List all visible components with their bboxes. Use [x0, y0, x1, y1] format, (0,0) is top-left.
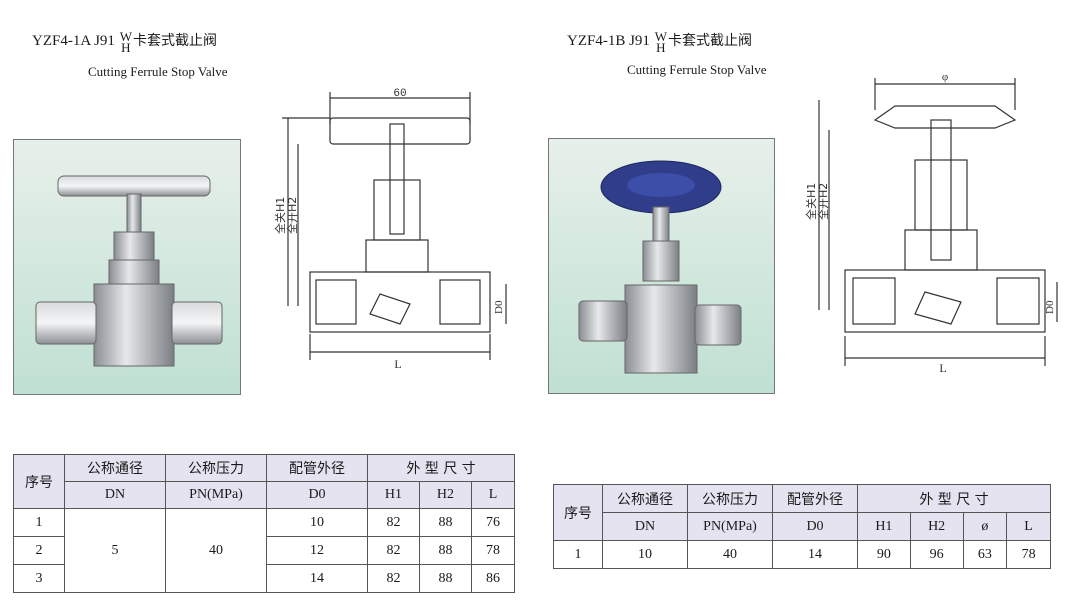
- right-col-h1: H1: [857, 512, 911, 541]
- left-col-od-sym: D0: [266, 481, 368, 509]
- right-dim-phi: φ: [942, 71, 948, 83]
- left-row-seq: 1: [13, 508, 65, 537]
- left-col-dn: 公称通径: [64, 454, 166, 482]
- right-col-od: 配管外径: [772, 484, 858, 513]
- left-dn-value: 5: [64, 508, 166, 593]
- right-subtitle: Cutting Ferrule Stop Valve: [627, 62, 767, 77]
- right-col-dn-sym: DN: [602, 512, 688, 541]
- left-col-dn-sym: DN: [64, 481, 166, 509]
- right-col-dn: 公称通径: [602, 484, 688, 513]
- left-row-l: 78: [470, 536, 516, 565]
- left-row-h1: 82: [367, 536, 420, 565]
- left-row-seq: 2: [13, 536, 65, 565]
- left-row-h1: 82: [367, 564, 420, 593]
- right-col-dims: 外 型 尺 寸: [857, 484, 1051, 513]
- left-row-od: 10: [266, 508, 368, 537]
- right-model: YZF4-1B J91: [567, 33, 650, 49]
- right-valve-photo: [548, 138, 775, 394]
- right-row-pn: 40: [687, 540, 773, 569]
- right-col-seq: 序号: [553, 484, 603, 541]
- left-col-seq: 序号: [13, 454, 65, 509]
- left-row-od: 14: [266, 564, 368, 593]
- right-dim-l: L: [939, 361, 946, 375]
- left-dim-l: L: [394, 357, 401, 371]
- left-row-od: 12: [266, 536, 368, 565]
- left-dim-h1: 全关H1: [273, 197, 287, 234]
- left-model: YZF4-1A J91: [32, 33, 115, 49]
- right-row-seq: 1: [553, 540, 603, 569]
- left-name-cn: 卡套式截止阀: [132, 33, 217, 49]
- table-row: 1 10 40 14 90 96 63 78: [553, 540, 1051, 569]
- left-col-l: L: [470, 481, 516, 509]
- left-row-l: 76: [470, 508, 516, 537]
- right-dim-do: D0: [1044, 300, 1056, 314]
- right-valve-drawing: φ 全关H1 全开H2 D0 L: [805, 71, 1058, 375]
- left-row-h2: 88: [418, 536, 472, 565]
- right-name-cn: 卡套式截止阀: [667, 33, 752, 49]
- right-dim-h2: 全开H2: [816, 183, 830, 220]
- right-row-h2: 96: [909, 540, 964, 569]
- left-subtitle: Cutting Ferrule Stop Valve: [88, 64, 228, 79]
- left-spec-table: 序号 公称通径 公称压力 配管外径 外 型 尺 寸 DN PN(MPa) D0 …: [13, 454, 516, 593]
- right-spec-table: 序号 公称通径 公称压力 配管外径 外 型 尺 寸 DN PN(MPa) D0 …: [553, 484, 1051, 569]
- right-col-phi: ø: [962, 512, 1008, 541]
- right-row-dn: 10: [602, 540, 688, 569]
- right-row-od: 14: [772, 540, 858, 569]
- right-valve-illustration: [549, 139, 774, 393]
- left-row-h2: 88: [418, 564, 472, 593]
- left-col-pn-sym: PN(MPa): [165, 481, 267, 509]
- table-row: 1 5 40 10 82 88 76: [13, 508, 516, 593]
- left-row-h2: 88: [418, 508, 472, 537]
- right-col-pn-sym: PN(MPa): [687, 512, 773, 541]
- left-col-od: 配管外径: [266, 454, 368, 482]
- left-col-dims: 外 型 尺 寸: [367, 454, 515, 482]
- left-valve-drawing: 60 全关H1 全开H2 D0 L: [273, 88, 507, 371]
- left-dim-width: 60: [393, 88, 406, 100]
- left-valve-illustration: [14, 140, 240, 394]
- table-row: 3 14 82 88 86: [13, 564, 516, 593]
- left-dim-do: D0: [493, 300, 505, 314]
- left-row-seq: 3: [13, 564, 65, 593]
- left-col-h2: H2: [418, 481, 472, 509]
- left-valve-photo: [13, 139, 241, 395]
- left-col-pn: 公称压力: [165, 454, 267, 482]
- left-col-h1: H1: [367, 481, 420, 509]
- right-col-pn: 公称压力: [687, 484, 773, 513]
- right-col-od-sym: D0: [772, 512, 858, 541]
- left-row-h1: 82: [367, 508, 420, 537]
- right-row-phi: 63: [962, 540, 1008, 569]
- right-row-l: 78: [1006, 540, 1051, 569]
- right-col-l: L: [1006, 512, 1051, 541]
- right-col-h2: H2: [909, 512, 964, 541]
- left-row-l: 86: [470, 564, 516, 593]
- right-row-h1: 90: [857, 540, 911, 569]
- left-dim-h2: 全开H2: [285, 197, 299, 234]
- right-dim-h1: 全关H1: [805, 183, 818, 220]
- left-pn-value: 40: [165, 508, 267, 593]
